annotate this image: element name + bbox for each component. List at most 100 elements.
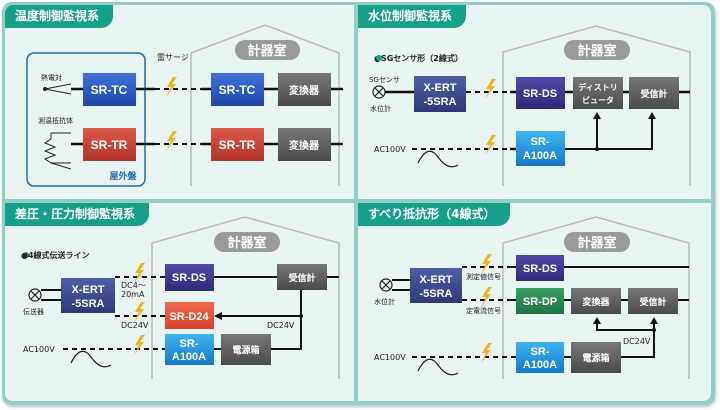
svg-text:電源箱: 電源箱 xyxy=(232,344,259,356)
rtd-icon xyxy=(43,132,72,170)
pressure-diagram: 計器室 ●4線式伝送ライン 伝送器 DC4～ 20mA DC24V AC100V… xyxy=(21,216,340,379)
sg-sensor-label: SGセンサ xyxy=(369,76,400,84)
svg-text:X-ERT: X-ERT xyxy=(72,284,105,296)
converter-unit: 変換器 xyxy=(571,288,621,314)
svg-text:X-ERT: X-ERT xyxy=(420,274,453,286)
svg-text:SR-DP: SR-DP xyxy=(523,296,557,308)
temperature-diagram: 計器室 屋外盤 雷サージ 熱電対 測温抵抗体 SR-TC xyxy=(26,24,343,187)
receiver-unit: 受信計 xyxy=(629,77,679,109)
x-ert-5sra-transmitter: X-ERT -5SRA xyxy=(61,278,115,313)
svg-text:変換器: 変換器 xyxy=(582,296,610,308)
lightning-icon xyxy=(481,287,492,307)
sr-ds-unit: SR-DS xyxy=(165,264,214,291)
receiver-unit: 受信計 xyxy=(277,264,327,290)
panel-slide-resistance: 計器室 水位計 測定値信号 定電流信号 AC100V DC24V xyxy=(358,203,711,401)
svg-text:-5SRA: -5SRA xyxy=(423,96,456,108)
sr-a100a-unit: SR- A100A xyxy=(516,131,565,166)
svg-text:SR-: SR- xyxy=(531,136,550,148)
ac-voltage-label: AC100V xyxy=(374,353,406,362)
converter-unit: 変換器 xyxy=(278,73,331,106)
svg-text:受信計: 受信計 xyxy=(639,296,666,308)
lightning-icon xyxy=(481,343,492,363)
slide-resistance-diagram: 計器室 水位計 測定値信号 定電流信号 AC100V DC24V xyxy=(374,216,690,379)
instrument-room-label: 計器室 xyxy=(577,43,616,59)
instrument-room-outline xyxy=(190,24,340,186)
panel-temperature: 計器室 屋外盤 雷サージ 熱電対 測温抵抗体 SR-TC xyxy=(5,5,354,199)
thermocouple-icon xyxy=(44,83,72,95)
panel-title-temperature: 温度制御監視系 xyxy=(5,5,114,28)
svg-text:電源箱: 電源箱 xyxy=(582,352,609,364)
lightning-icon xyxy=(166,131,177,151)
ac-sine-icon xyxy=(417,150,459,168)
sr-d24-unit: SR-D24 xyxy=(165,302,214,329)
panel-pressure: 計器室 ●4線式伝送ライン 伝送器 DC4～ 20mA DC24V AC100V… xyxy=(5,203,354,401)
line-type-note: ●4線式伝送ライン xyxy=(21,250,90,260)
level-meter-label: 水位計 xyxy=(374,297,395,306)
ac-voltage-label: AC100V xyxy=(374,145,406,154)
thermocouple-label: 熱電対 xyxy=(41,73,62,82)
instrument-room-outline xyxy=(502,216,690,379)
sr-tc-room-unit: SR-TC xyxy=(211,73,264,106)
sr-a100a-unit: SR- A100A xyxy=(165,334,214,365)
receiver-unit: 受信計 xyxy=(628,288,678,314)
lightning-icon xyxy=(485,135,496,155)
x-ert-5sra-transmitter: X-ERT -5SRA xyxy=(414,76,466,112)
level-sensor-icon xyxy=(379,278,393,292)
surge-label: 雷サージ xyxy=(157,53,189,62)
water-level-diagram: 計器室 ●SGセンサ形（2線式） SGセンサ 水位計 AC100V X-ERT xyxy=(369,25,691,186)
rtd-label: 測温抵抗体 xyxy=(38,116,73,125)
svg-text:受信計: 受信計 xyxy=(288,272,315,284)
constant-current-signal-label: 定電流信号 xyxy=(466,306,501,315)
svg-text:ビュータ: ビュータ xyxy=(582,95,614,105)
svg-text:SR-TC: SR-TC xyxy=(219,83,256,97)
svg-text:A100A: A100A xyxy=(523,150,557,162)
transmitter-sensor-icon xyxy=(28,288,42,302)
converter-unit: 変換器 xyxy=(278,128,331,161)
sr-ds-unit: SR-DS xyxy=(516,255,564,281)
sr-tr-room-unit: SR-TR xyxy=(211,128,264,161)
power-box-unit: 電源箱 xyxy=(221,334,271,365)
instrument-room-badge xyxy=(235,40,300,60)
measurement-signal-label: 測定値信号 xyxy=(466,272,501,281)
lightning-icon xyxy=(134,302,145,322)
svg-text:A100A: A100A xyxy=(172,351,206,363)
dc24v-field-label: DC24V xyxy=(121,321,149,330)
distributor-unit: ディストリ ビュータ xyxy=(573,77,623,109)
lightning-icon xyxy=(134,335,145,355)
sr-a100a-unit: SR- A100A xyxy=(516,342,564,373)
panel-water-level: 計器室 ●SGセンサ形（2線式） SGセンサ 水位計 AC100V X-ERT xyxy=(358,5,711,199)
outdoor-panel-border xyxy=(26,52,146,187)
lightning-icon xyxy=(166,77,177,97)
sr-tr-field-unit: SR-TR xyxy=(83,128,136,161)
svg-text:SR-: SR- xyxy=(180,338,199,350)
instrument-room-label: 計器室 xyxy=(227,235,266,251)
svg-text:SR-TC: SR-TC xyxy=(91,83,128,97)
svg-text:SR-D24: SR-D24 xyxy=(169,311,209,323)
svg-text:受信計: 受信計 xyxy=(640,88,667,100)
lightning-icon xyxy=(134,263,145,283)
signal-label-line2: 20mA xyxy=(121,290,145,299)
ac-voltage-label: AC100V xyxy=(23,345,55,354)
ac-sine-icon xyxy=(417,358,459,376)
svg-text:SR-TR: SR-TR xyxy=(219,138,256,152)
instrument-room-label: 計器室 xyxy=(577,235,616,251)
sr-tc-field-unit: SR-TC xyxy=(83,73,136,106)
panel-title-water-level: 水位制御監視系 xyxy=(358,5,467,28)
dc24v-room-label: DC24V xyxy=(267,321,295,330)
power-box-unit: 電源箱 xyxy=(571,342,621,373)
level-meter-label: 水位計 xyxy=(370,104,391,113)
lightning-icon xyxy=(481,254,492,274)
instrument-room-badge xyxy=(564,232,630,252)
svg-text:ディストリ: ディストリ xyxy=(578,82,617,92)
svg-text:SR-DS: SR-DS xyxy=(523,263,557,275)
panel-title-pressure: 差圧・圧力制御監視系 xyxy=(5,203,150,226)
svg-text:SR-DS: SR-DS xyxy=(523,88,557,100)
svg-text:変換器: 変換器 xyxy=(289,139,320,152)
signal-label-line1: DC4～ xyxy=(121,281,146,290)
instrument-room-outline xyxy=(502,25,691,186)
dc24v-label: DC24V xyxy=(623,337,651,346)
svg-text:変換器: 変換器 xyxy=(289,84,320,97)
ac-sine-icon xyxy=(70,350,112,368)
svg-text:SR-TR: SR-TR xyxy=(91,138,128,152)
sr-dp-unit: SR-DP xyxy=(516,288,564,314)
